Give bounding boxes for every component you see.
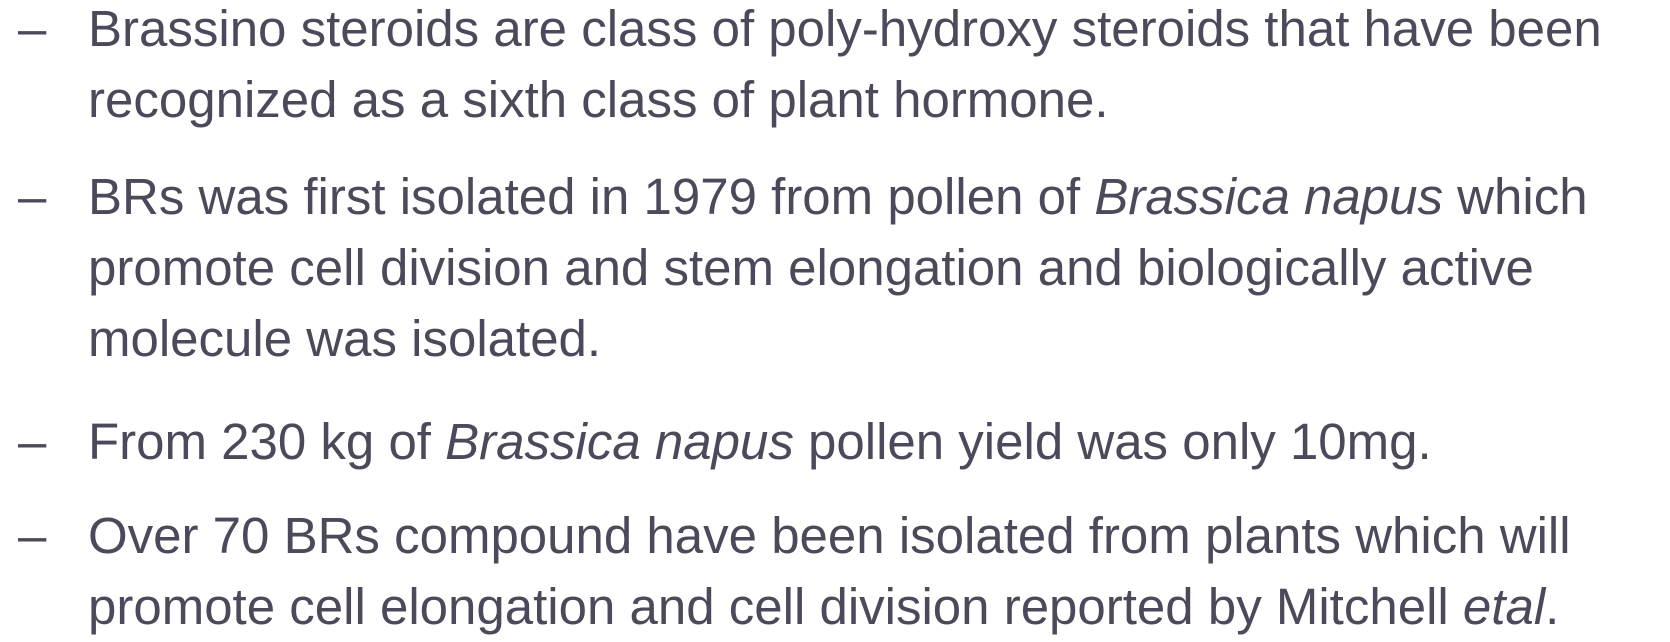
species-name-italic: Brassica napus — [445, 413, 794, 470]
text-line: molecule was isolated. — [88, 303, 1663, 374]
text-run: molecule was isolated. — [88, 310, 602, 367]
bullet-text: From 230 kg of Brassica napus pollen yie… — [88, 406, 1663, 477]
etal-italic: etal — [1462, 578, 1546, 635]
bullet-dash: – — [18, 168, 47, 225]
text-line: From 230 kg of Brassica napus pollen yie… — [88, 406, 1663, 477]
bullet-dash: – — [18, 413, 47, 470]
species-name-italic: Brassica napus — [1094, 168, 1443, 225]
text-line: promote cell division and stem elongatio… — [88, 232, 1663, 303]
text-run: Brassino steroids are class of poly-hydr… — [88, 0, 1602, 57]
text-run: Over 70 BRs compound have been isolated … — [88, 507, 1571, 564]
bullet-text: Over 70 BRs compound have been isolated … — [88, 500, 1663, 642]
text-line: Brassino steroids are class of poly-hydr… — [88, 0, 1663, 64]
text-run: recognized as a sixth class of plant hor… — [88, 71, 1109, 128]
text-run: promote cell division and stem elongatio… — [88, 239, 1534, 296]
text-run: promote cell elongation and cell divisio… — [88, 578, 1463, 635]
text-line: recognized as a sixth class of plant hor… — [88, 64, 1663, 135]
text-run: pollen yield was only 10mg. — [793, 413, 1432, 470]
text-run: . — [1545, 578, 1560, 635]
text-run: From 230 kg of — [88, 413, 446, 470]
bullet-dash: – — [18, 0, 47, 57]
bullet-text: Brassino steroids are class of poly-hydr… — [88, 0, 1663, 135]
bullet-dash: – — [18, 507, 47, 564]
text-run: BRs was first isolated in 1979 from poll… — [88, 168, 1095, 225]
text-line: Over 70 BRs compound have been isolated … — [88, 500, 1663, 571]
text-line: BRs was first isolated in 1979 from poll… — [88, 161, 1663, 232]
text-run: which — [1443, 168, 1588, 225]
bullet-text: BRs was first isolated in 1979 from poll… — [88, 161, 1663, 374]
text-line: promote cell elongation and cell divisio… — [88, 571, 1663, 642]
